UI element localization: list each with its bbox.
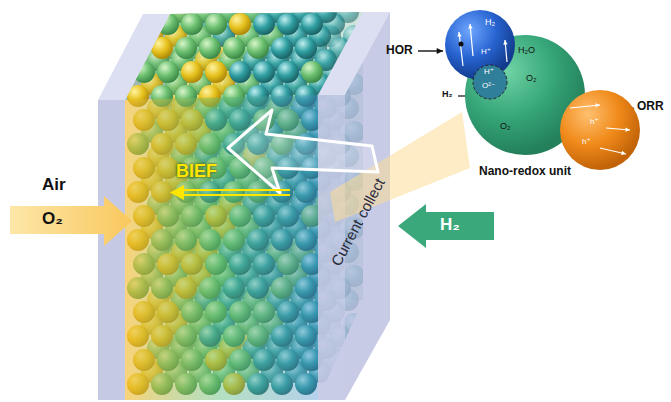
arrow-head [621, 151, 626, 155]
particle [329, 0, 351, 11]
plate-top [98, 14, 170, 100]
particle [305, 0, 327, 11]
particle [209, 0, 231, 11]
circle-shape [473, 65, 507, 99]
node-text: O₂ [42, 210, 63, 229]
arrow-shape [398, 204, 494, 248]
field-arrow-head [170, 185, 184, 200]
particle [295, 37, 317, 59]
arrow-head [468, 24, 472, 29]
node-text: H₂ [485, 18, 495, 28]
node-outline [10, 176, 134, 246]
arrow-head [595, 103, 600, 107]
particle [271, 37, 293, 59]
particle [301, 61, 323, 83]
particle [181, 61, 203, 83]
particle [199, 37, 221, 59]
particle [157, 61, 179, 83]
node-outline [560, 90, 640, 170]
field-arrow [182, 194, 290, 196]
plate-front [98, 100, 125, 400]
node-text: Air [42, 176, 66, 195]
node-text: H₂ [440, 216, 460, 235]
particle [277, 13, 299, 35]
particle [247, 37, 269, 59]
nano-redox-unit: Nano-redox unitH₂H⁺H⁺O²⁻h⁺h⁺ [465, 35, 585, 179]
particle [253, 13, 275, 35]
electron-arrow [470, 24, 473, 56]
dot [459, 42, 464, 47]
field-arrow [182, 189, 290, 191]
particle [205, 13, 227, 35]
callout-arrow [228, 110, 378, 193]
particle [229, 61, 251, 83]
field-label: BIEF [176, 162, 217, 182]
particle [277, 61, 299, 83]
reaction-label: HOR [386, 44, 413, 57]
arrow-head [437, 48, 443, 54]
particle [205, 61, 227, 83]
species-label: O₂ [500, 122, 511, 132]
node-text: h⁺ [590, 118, 599, 127]
particle [229, 13, 251, 35]
node-text: h⁺ [582, 138, 591, 147]
particle [233, 0, 255, 11]
species-label: O₂ [526, 74, 537, 84]
arrow-head [503, 40, 507, 45]
air-inlet-arrow: AirO₂ [10, 176, 134, 246]
particle [253, 61, 275, 83]
hydrogen-inlet-arrow: H₂ [398, 202, 494, 250]
circle-shape [560, 90, 640, 170]
hole-arrow [570, 105, 600, 108]
orr-particle: h⁺ h⁺ [560, 90, 640, 170]
particle [181, 13, 203, 35]
node-text: H⁺ [484, 68, 494, 77]
species-label: H₂ [442, 90, 453, 100]
particle [301, 13, 323, 35]
interface-circle: H⁺ O²⁻ [472, 64, 508, 100]
reaction-label: ORR [637, 100, 664, 113]
particle [185, 0, 207, 11]
particle [161, 0, 183, 11]
node-text: H⁺ [481, 48, 491, 57]
node-text: Nano-redox unit [465, 165, 585, 178]
electron-arrow [459, 32, 463, 66]
particle [281, 0, 303, 11]
node-text: O²⁻ [482, 82, 495, 91]
arrow-shape [10, 196, 132, 246]
particle [175, 37, 197, 59]
part-name: Current collect [328, 176, 388, 269]
particle [223, 37, 245, 59]
species-label: H₂O [518, 46, 535, 56]
arrow-head [457, 32, 461, 37]
particle [257, 0, 279, 11]
hor-particle: H₂H⁺H⁺O²⁻ [445, 10, 515, 80]
arrow-head [625, 127, 630, 131]
